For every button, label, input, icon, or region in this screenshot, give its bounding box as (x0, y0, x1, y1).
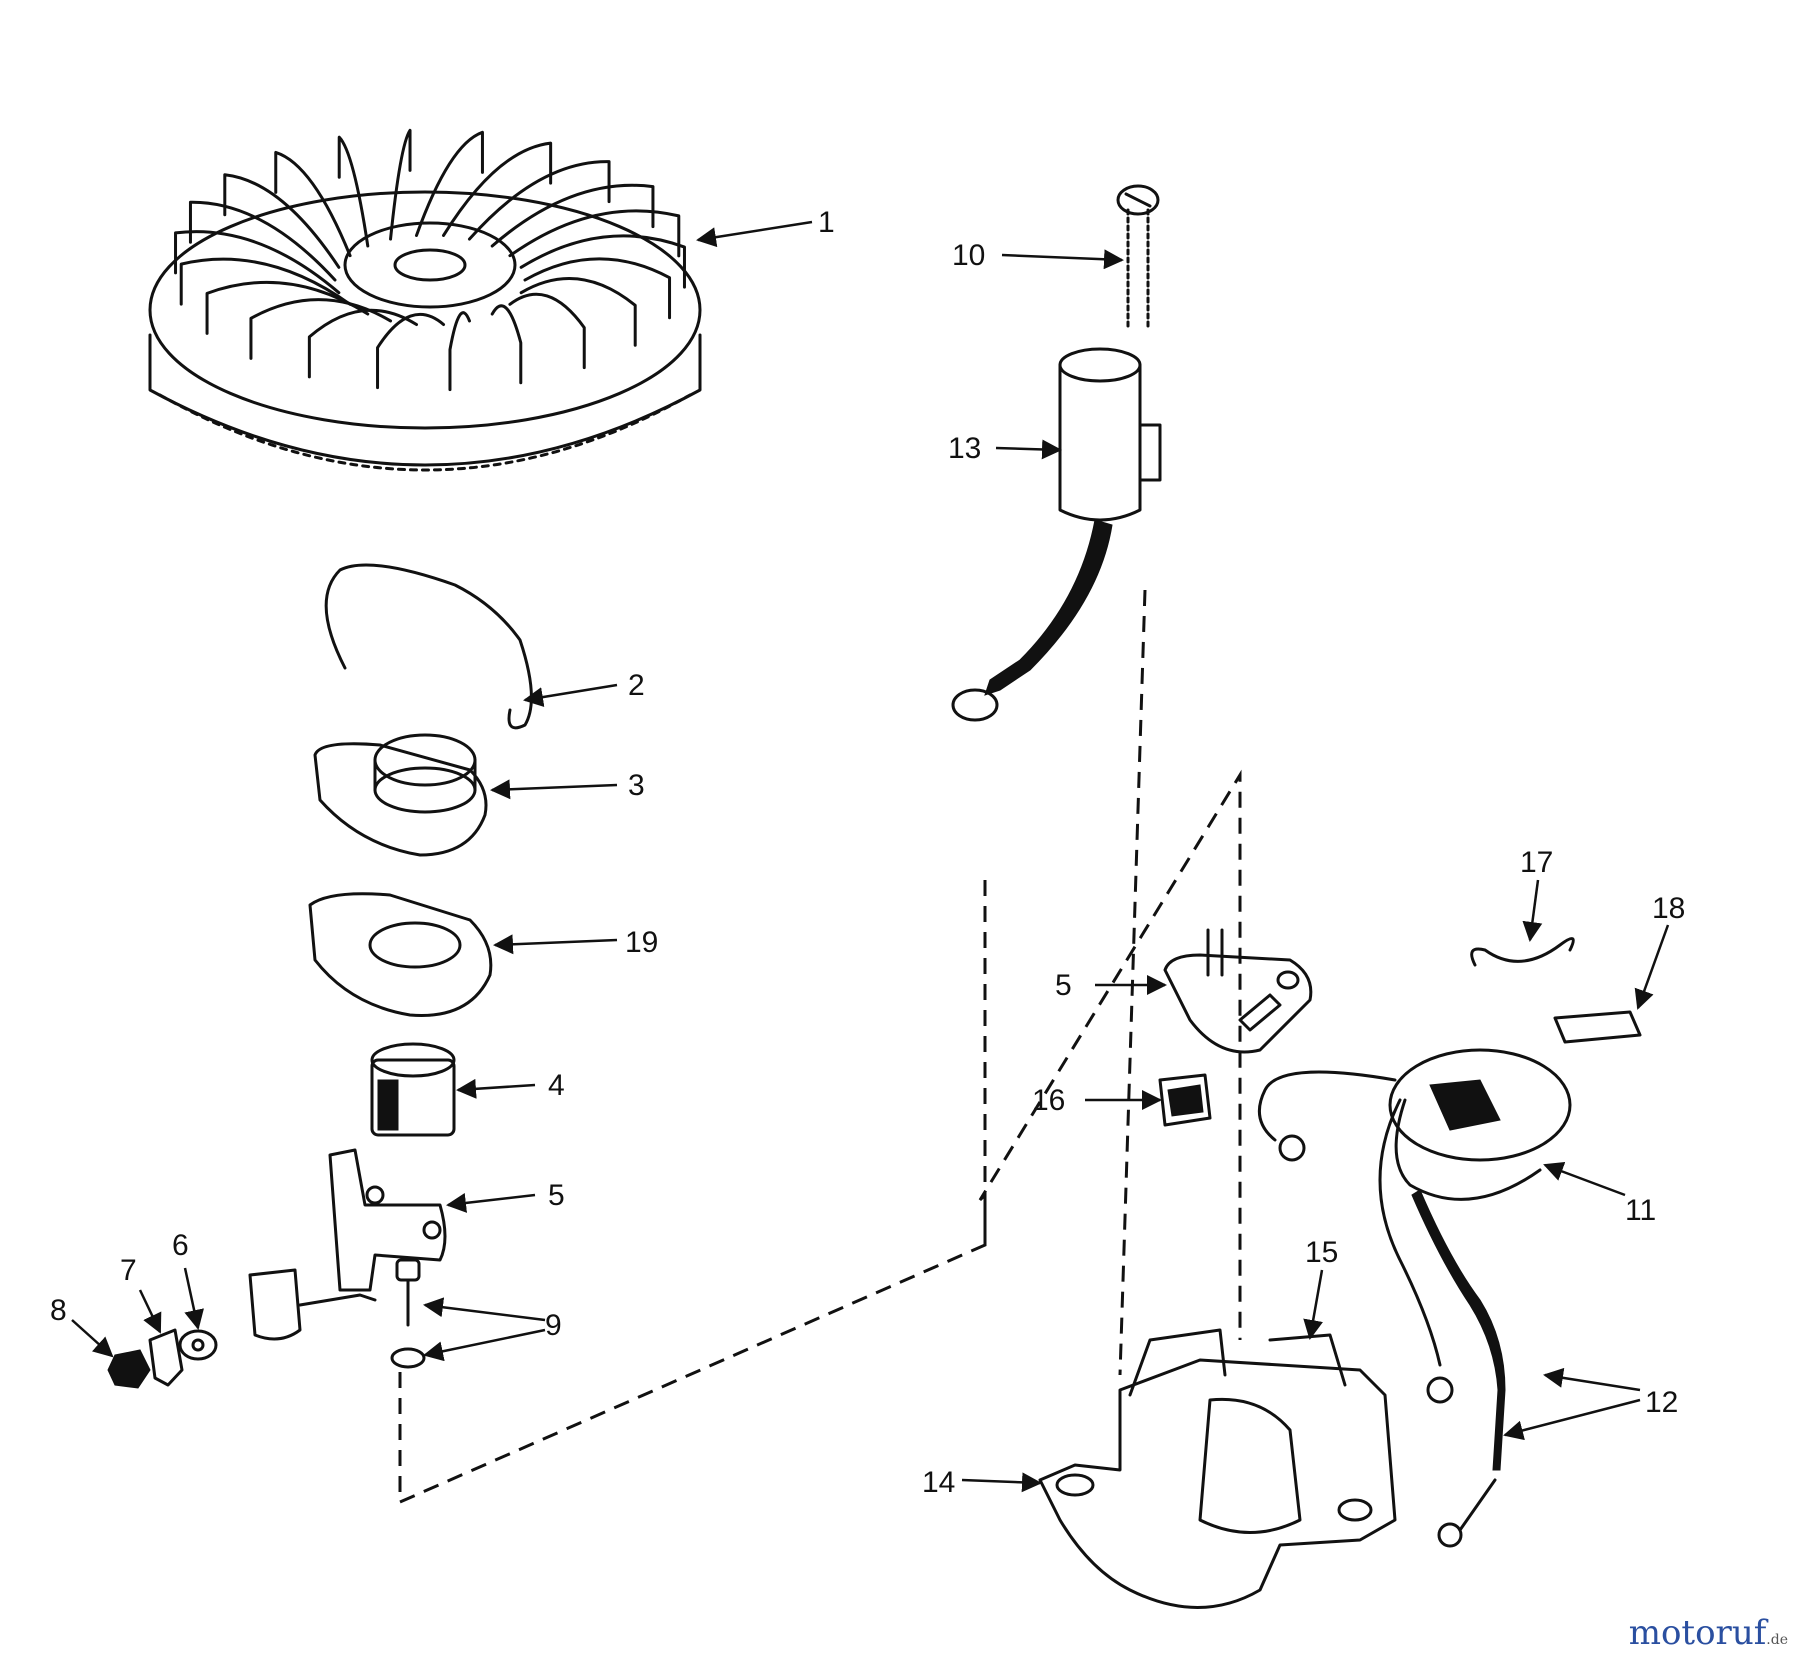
flywheel-fin (448, 311, 471, 392)
callout-13: 13 (948, 432, 981, 465)
flywheel-fin (442, 141, 553, 237)
callout-4: 4 (548, 1069, 565, 1102)
callout-1: 1 (818, 206, 835, 239)
dashed-guide-left-2 (978, 769, 1242, 1340)
flywheel-fin (508, 292, 586, 370)
flywheel (148, 128, 702, 472)
callout-2: 2 (628, 669, 645, 702)
callout-9: 9 (545, 1309, 562, 1342)
flywheel-fin (205, 280, 370, 335)
flywheel-fin (490, 183, 655, 248)
washer (178, 1329, 218, 1361)
breaker-cam-plate (313, 733, 488, 857)
callout-7: 7 (120, 1254, 137, 1287)
flywheel-fin (274, 150, 352, 258)
callout-11: 11 (1625, 1194, 1656, 1227)
flywheel-fin (249, 298, 393, 360)
callout-8: 8 (50, 1294, 67, 1327)
breaker-arm (248, 1148, 447, 1341)
flywheel-fin (188, 200, 337, 282)
flywheel-fin (519, 276, 637, 347)
flywheel-fin (523, 257, 672, 320)
callout-6: 6 (172, 1229, 189, 1262)
spring-clip (324, 563, 533, 730)
primary-lead (1411, 1189, 1506, 1548)
watermark-suffix: .de (1766, 1632, 1788, 1648)
flywheel-fin (467, 160, 611, 241)
callout-17: 17 (1520, 846, 1553, 879)
insulator-bracket (148, 1328, 184, 1387)
dashed-guide-right (1118, 589, 1147, 1376)
flywheel-fin (179, 257, 352, 306)
ignition-coil (1257, 1048, 1572, 1404)
leader-lines (71, 220, 1670, 1493)
condenser (951, 347, 1162, 722)
callout-12: 12 (1645, 1386, 1678, 1419)
coil-clip (1470, 937, 1575, 967)
condenser-screw (1116, 184, 1160, 332)
flywheel-fin (414, 130, 484, 237)
callout-5-left: 5 (548, 1179, 565, 1212)
flywheel-fin (223, 173, 341, 269)
callout-18: 18 (1652, 892, 1685, 925)
callout-15: 15 (1305, 1236, 1338, 1269)
flywheel-fin (307, 308, 418, 379)
cover-plate (308, 892, 493, 1017)
callout-10: 10 (952, 239, 985, 272)
watermark-text: motoruf (1628, 1613, 1767, 1653)
callout-labels: 1 2 3 19 4 5 6 7 8 9 10 13 5 16 17 18 11… (50, 206, 1685, 1499)
flywheel-fin (519, 234, 686, 289)
callout-5-right: 5 (1055, 969, 1072, 1002)
callout-16: 16 (1032, 1084, 1065, 1117)
flywheel-fin (174, 230, 341, 295)
flywheel-fin (508, 209, 681, 258)
bushing (370, 1042, 456, 1137)
callout-19: 19 (625, 926, 658, 959)
nut (107, 1349, 151, 1389)
felt-pad (1158, 1073, 1212, 1127)
breaker-bracket (1163, 928, 1313, 1054)
screw-and-lockwasher (390, 1258, 426, 1369)
watermark-logo: motoruf.de (1629, 1613, 1788, 1653)
flywheel-fin (490, 304, 523, 385)
callout-3: 3 (628, 769, 645, 802)
dashed-guide-left (398, 870, 987, 1505)
flywheel-fin (337, 135, 370, 248)
flywheel-fin (389, 128, 412, 241)
flywheel-fin (376, 313, 446, 390)
magneto-bracket (1038, 1328, 1397, 1609)
callout-14: 14 (922, 1466, 955, 1499)
coil-wedge (1553, 1010, 1642, 1044)
